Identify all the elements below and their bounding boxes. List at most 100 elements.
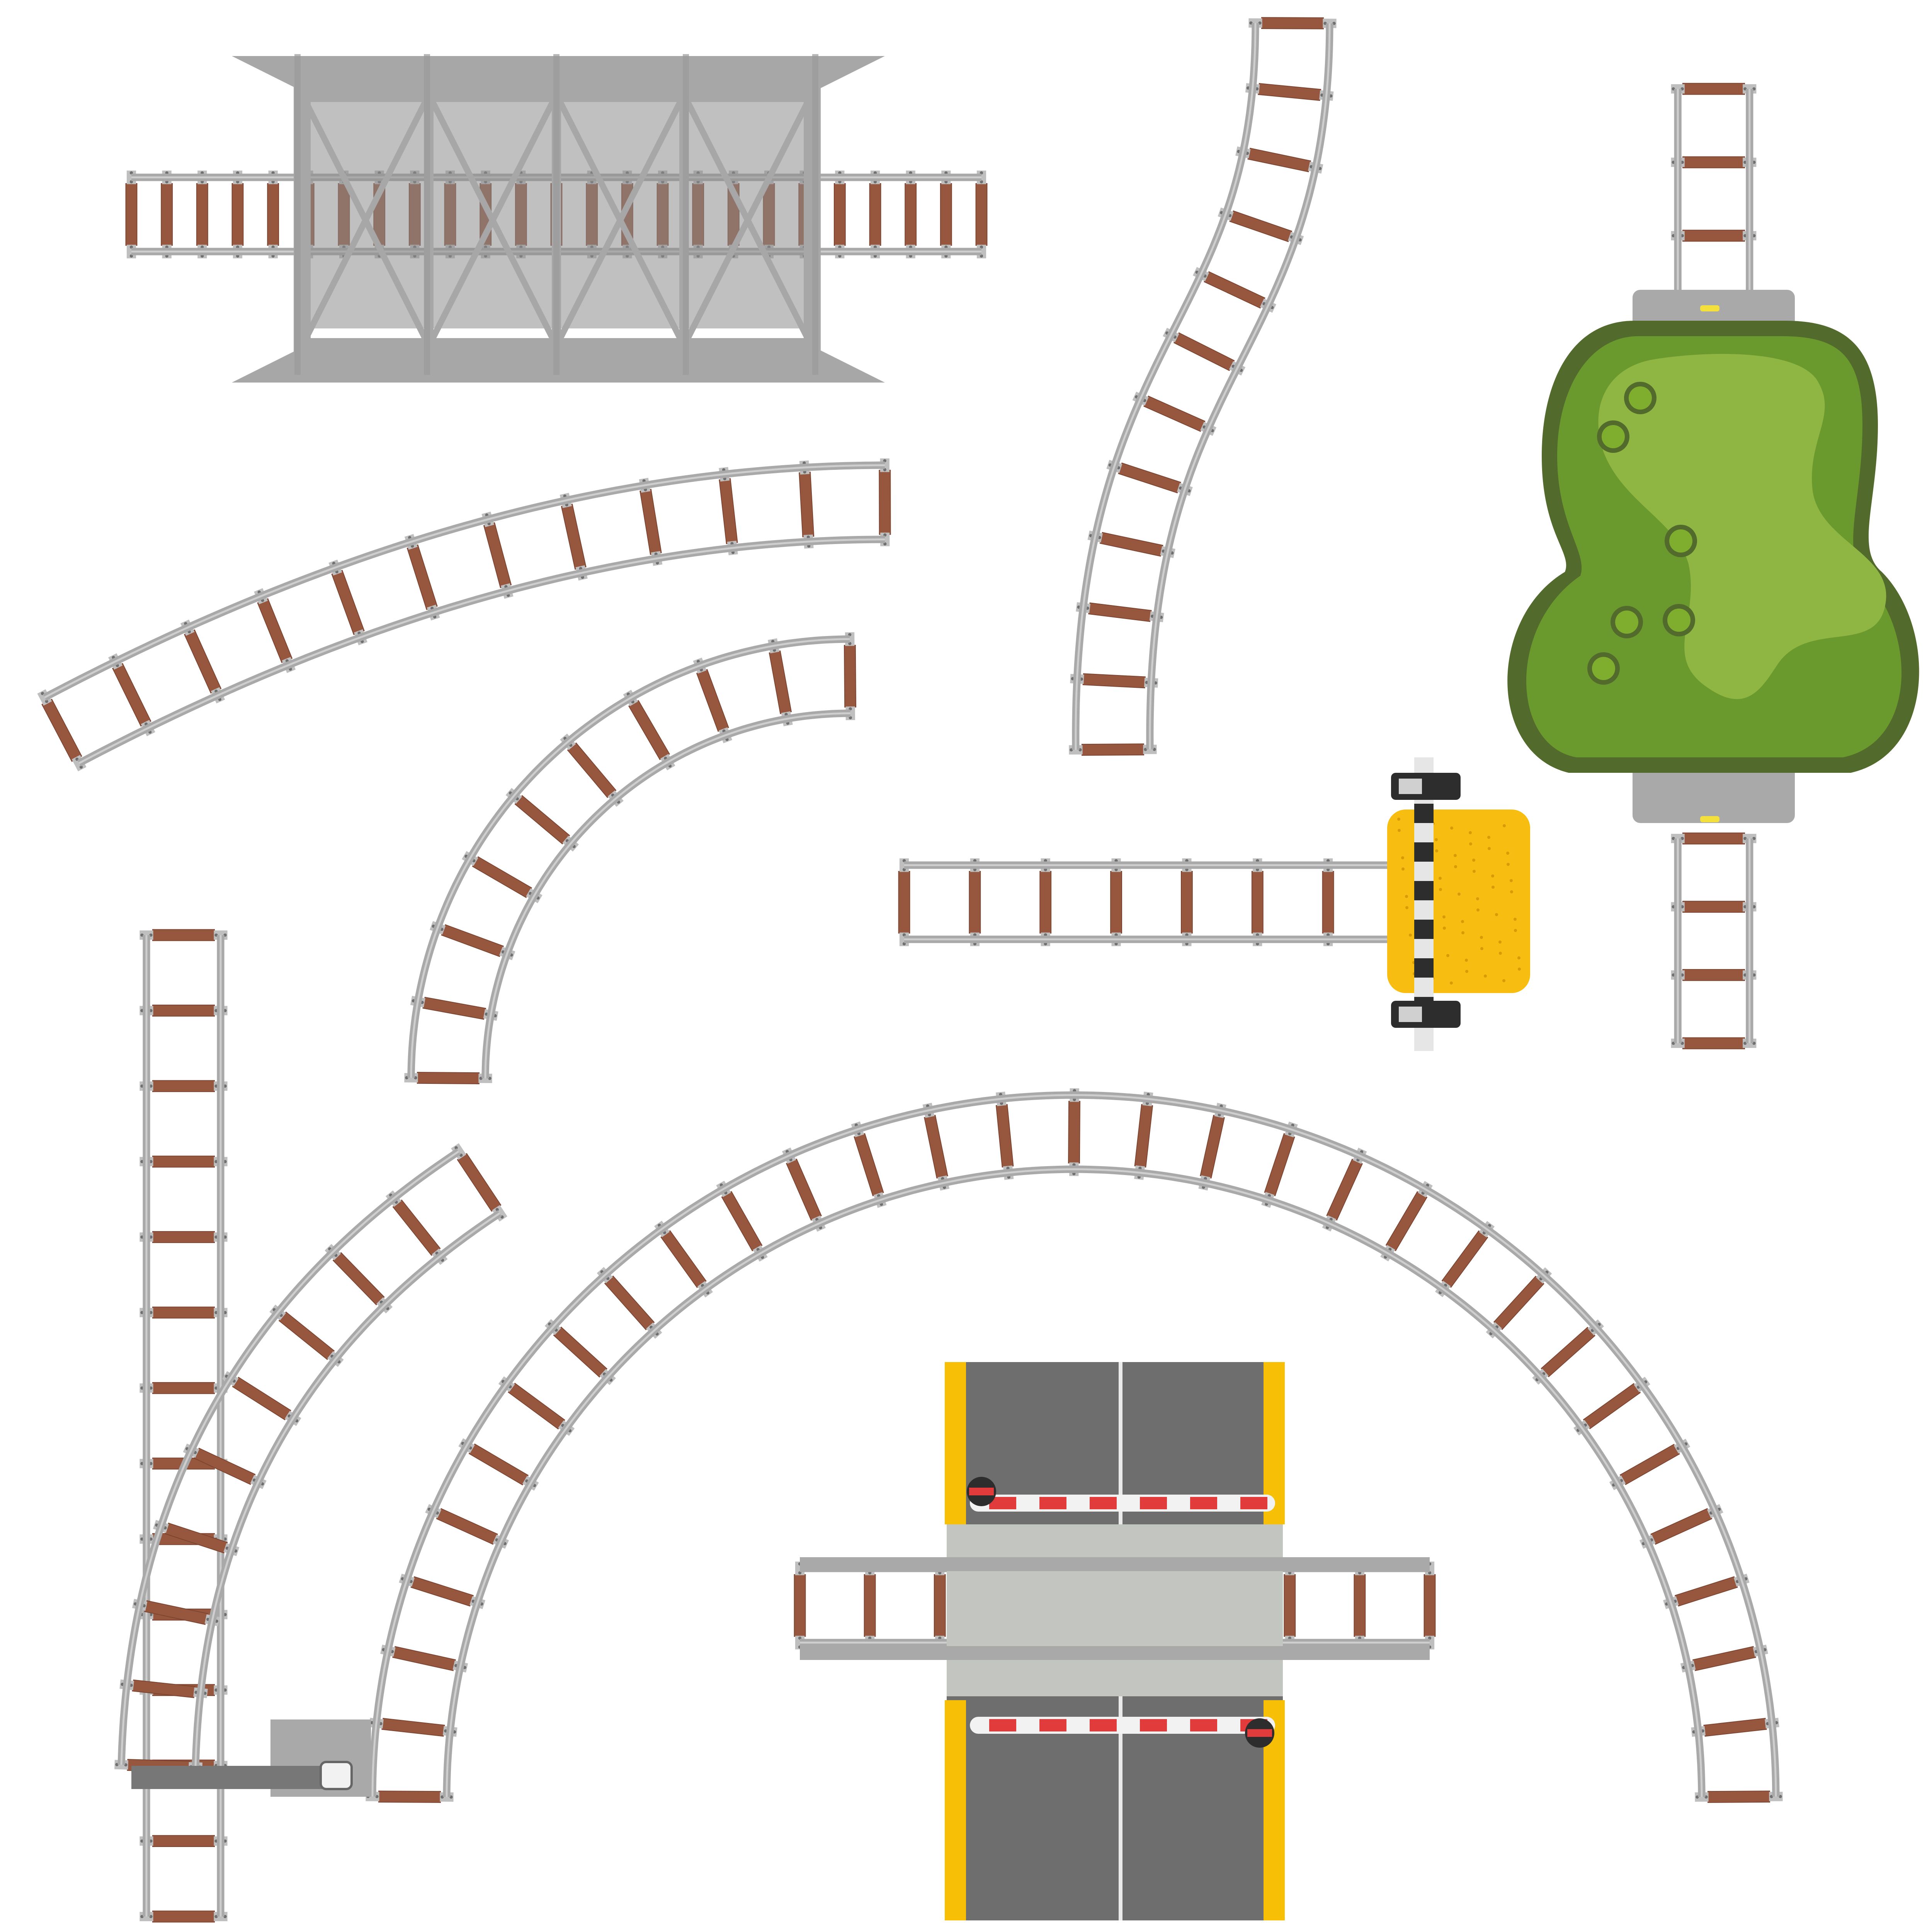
sleeper xyxy=(654,1221,713,1298)
sleeper xyxy=(139,1231,228,1243)
sleeper xyxy=(1076,602,1164,622)
sleeper xyxy=(1671,156,1757,168)
sleeper xyxy=(768,638,793,726)
sleeper xyxy=(366,1791,454,1803)
level-crossing[interactable] xyxy=(800,1362,1430,1920)
sleeper xyxy=(231,170,244,259)
bridge-segment[interactable] xyxy=(232,54,885,383)
sleeper xyxy=(1423,1561,1436,1650)
sleeper xyxy=(139,1382,228,1394)
sleeper xyxy=(1193,267,1276,313)
s-curve[interactable] xyxy=(1069,17,1337,756)
sleeper xyxy=(1251,858,1264,946)
sleeper xyxy=(1069,743,1157,756)
sleeper xyxy=(404,534,440,621)
sleeper xyxy=(864,1561,876,1650)
sleeper xyxy=(1134,1092,1153,1180)
sleeper xyxy=(429,921,515,960)
sleeper xyxy=(404,1071,492,1085)
sleeper xyxy=(139,1004,228,1017)
rails xyxy=(1674,89,1753,309)
sleeper xyxy=(1218,207,1304,245)
sleeper xyxy=(1671,969,1757,981)
sleeper xyxy=(139,1306,228,1319)
sleeper xyxy=(399,1573,486,1609)
sleeper xyxy=(975,170,988,259)
sleeper xyxy=(505,788,579,852)
sand-bumper xyxy=(1387,810,1530,993)
rails xyxy=(369,1091,1780,1797)
crossing-pad xyxy=(947,1524,1283,1696)
sleeper xyxy=(1691,1718,1779,1737)
half-circle-arch[interactable] xyxy=(366,1088,1783,1803)
sleeper xyxy=(1110,858,1122,946)
sleeper xyxy=(1087,531,1175,558)
sleeper xyxy=(905,170,917,259)
sleeper xyxy=(1671,83,1757,95)
sleeper xyxy=(851,1121,887,1208)
sleeper xyxy=(794,1561,806,1650)
sleeper xyxy=(1671,230,1757,242)
sleeper xyxy=(1106,460,1193,496)
sleeper xyxy=(995,1092,1014,1180)
sleeper xyxy=(833,170,846,259)
rails xyxy=(904,861,1399,943)
sleeper xyxy=(369,1718,457,1737)
rail xyxy=(43,461,885,701)
sleeper xyxy=(1198,1103,1226,1191)
sleeper xyxy=(196,170,208,259)
rails xyxy=(43,461,885,767)
sleeper xyxy=(799,460,815,549)
barrier-arm[interactable] xyxy=(970,1717,1275,1748)
rails xyxy=(143,935,224,1917)
barrier-arm[interactable] xyxy=(967,1477,1275,1512)
sleeper xyxy=(1180,858,1193,946)
sleeper xyxy=(1261,1121,1298,1208)
tunnel-segment[interactable] xyxy=(1507,290,1919,823)
sleeper xyxy=(1695,1791,1783,1803)
rails xyxy=(117,1148,502,1767)
sleepers xyxy=(1671,832,1757,1049)
sleeper xyxy=(869,170,881,259)
sleeper xyxy=(267,170,279,259)
sleeper xyxy=(328,560,367,645)
sleepers xyxy=(1671,83,1757,315)
tunnel-track-top xyxy=(1671,83,1757,315)
sleeper xyxy=(844,632,857,720)
sleepers xyxy=(898,858,1405,946)
sleeper xyxy=(1671,901,1757,913)
sleeper xyxy=(410,996,498,1021)
sleeper xyxy=(1354,1561,1366,1650)
quarter-curve[interactable] xyxy=(404,632,857,1085)
sleeper xyxy=(1671,832,1757,845)
sleeper xyxy=(693,657,732,743)
sleeper xyxy=(125,170,138,259)
sleeper xyxy=(380,1645,468,1673)
sleeper xyxy=(1663,1573,1750,1609)
sleeper xyxy=(451,1143,507,1222)
sleepers xyxy=(1069,17,1337,756)
sleeper xyxy=(1671,1037,1757,1049)
sleeper xyxy=(139,929,228,941)
sleeper xyxy=(1070,673,1158,689)
buffer-stop[interactable] xyxy=(1387,757,1530,1051)
sleeper xyxy=(139,1910,228,1923)
rails xyxy=(407,635,850,1078)
sleeper xyxy=(716,1180,768,1262)
sleeper xyxy=(139,1080,228,1092)
long-gentle-curve[interactable] xyxy=(36,458,891,772)
sleeper xyxy=(879,458,891,546)
sleeper xyxy=(639,478,663,566)
sleeper xyxy=(969,858,981,946)
sleeper xyxy=(1284,1561,1296,1650)
switch-turnout[interactable] xyxy=(131,1719,371,1797)
sleeper xyxy=(940,170,952,259)
rail xyxy=(1146,23,1333,750)
tunnel-track-bottom xyxy=(1671,832,1757,1049)
rails xyxy=(1072,23,1333,750)
sleeper xyxy=(1235,146,1323,174)
sleeper xyxy=(1068,1088,1080,1176)
sleeper xyxy=(719,467,738,556)
sleeper xyxy=(898,858,910,946)
